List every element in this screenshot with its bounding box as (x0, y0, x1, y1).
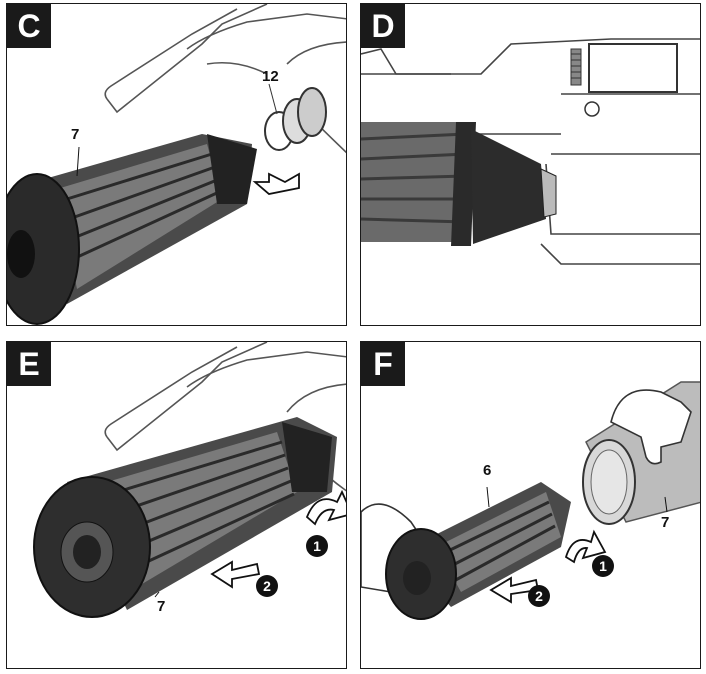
dust-filter (33, 417, 337, 618)
step-1-badge: 1 (306, 535, 328, 557)
panel-f-illustration (361, 381, 700, 620)
display-screen (588, 43, 678, 93)
panel-e-letter: E (7, 342, 51, 386)
dial-knob (570, 48, 582, 86)
step-1-badge: 1 (592, 555, 614, 577)
callout-12: 12 (262, 68, 279, 85)
panel-d-letter: D (361, 4, 405, 48)
callout-6: 6 (483, 462, 492, 479)
callout-7-leader (76, 146, 80, 177)
callout-6-leader (486, 486, 490, 508)
panel-c-letter: C (7, 4, 51, 48)
callout-7-leader (664, 496, 668, 513)
tool-outline (104, 4, 346, 154)
right-hand (610, 389, 692, 465)
callout-7-leader (154, 591, 160, 598)
panel-f-letter: F (361, 342, 405, 386)
connection-port (264, 83, 327, 151)
panel-c-illustration (7, 4, 346, 325)
dust-filter (361, 122, 557, 246)
step-2-badge: 2 (528, 585, 550, 607)
rotate-arrow-icon (564, 529, 607, 564)
panel-e: E 7 1 2 (6, 341, 347, 669)
rotate-arrow-icon (305, 489, 346, 526)
panel-d-illustration (361, 38, 700, 265)
callout-7: 7 (71, 126, 80, 143)
filter-insert (385, 482, 571, 620)
callout-7: 7 (157, 598, 166, 615)
callout-7: 7 (661, 514, 670, 531)
panel-e-illustration (33, 342, 346, 618)
pull-arrow-icon (210, 560, 261, 589)
dust-filter (7, 134, 257, 325)
panel-d: D (360, 3, 701, 326)
insert-arrow-icon (252, 172, 300, 195)
indicator-circle (584, 101, 600, 117)
step-2-badge: 2 (256, 575, 278, 597)
machine-outline (361, 38, 700, 265)
panel-f: F 6 7 1 2 (360, 341, 701, 669)
panel-c: C 7 12 (6, 3, 347, 326)
